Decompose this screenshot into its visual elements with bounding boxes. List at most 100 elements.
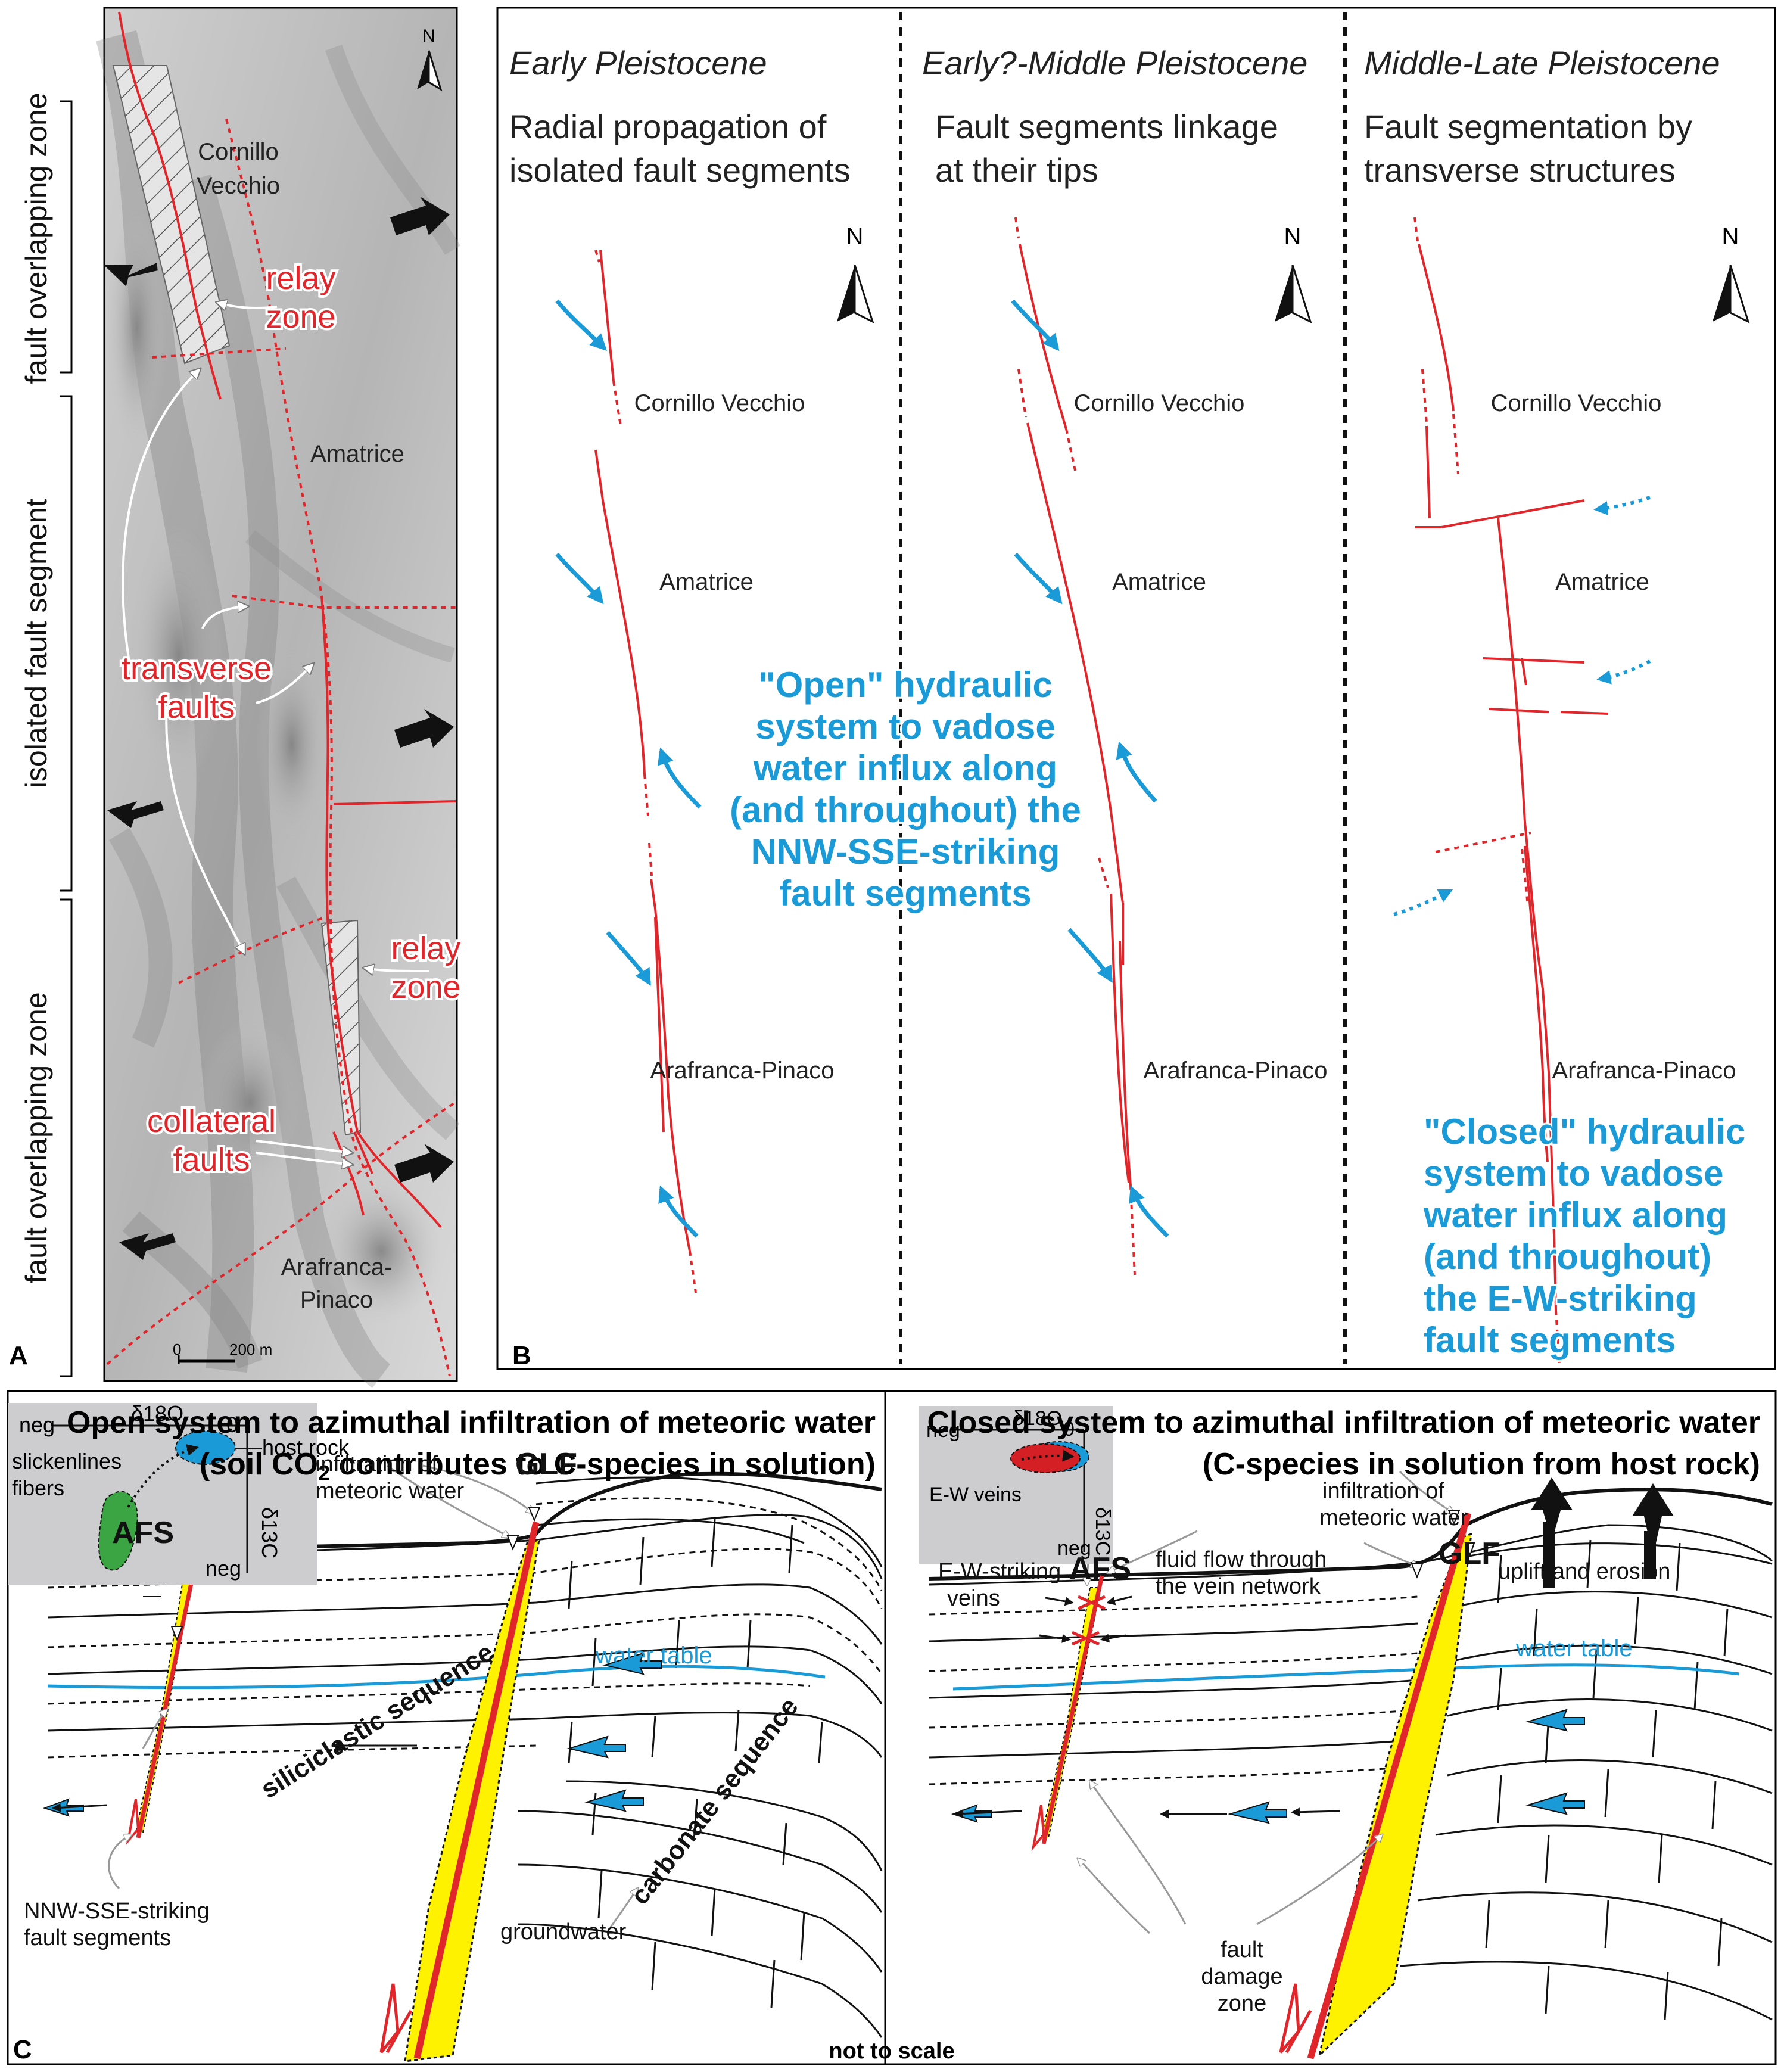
svg-text:Fault segments linkage: Fault segments linkage [935,108,1278,145]
svg-text:Early Pleistocene: Early Pleistocene [509,44,767,82]
svg-text:NNW-SSE-striking: NNW-SSE-striking [24,1899,210,1924]
svg-text:N: N [846,223,864,250]
svg-text:Vecchio: Vecchio [197,173,280,199]
svg-text:infiltration of: infiltration of [1322,1479,1444,1504]
left-flow-lines [52,1741,417,1812]
svg-text:fault segments: fault segments [24,1925,171,1950]
left-glf-fault [413,1521,540,2059]
uplift-arrows [1531,1477,1674,1588]
col3-faults [1413,217,1609,1365]
scale-bar: 0 200 m [173,1340,272,1364]
right-glf-damage-zone [1318,1532,1472,2058]
svg-text:at their tips: at their tips [935,151,1098,189]
svg-text:relay: relay [391,931,460,966]
svg-text:fibers: fibers [12,1476,64,1500]
north-label-a: N [422,26,435,46]
svg-text:δ13C: δ13C [257,1507,282,1558]
svg-text:zone: zone [266,299,335,335]
fault-lines [106,11,457,1377]
not-to-scale: not to scale [829,2039,954,2064]
svg-text:isolated fault segments: isolated fault segments [509,151,851,189]
svg-text:"Open" hydraulic: "Open" hydraulic [758,665,1053,705]
svg-text:fault: fault [1221,1937,1263,1962]
panel-a: N 0 200 m Cornillo Vecchio Amatrice Araf… [9,7,463,1388]
relay-zone-hatch-top [112,65,231,365]
blue-flow-arrows [555,299,1169,1238]
panel-a-annotations: relay zone transverse faults relay zone … [119,258,463,1180]
svg-text:fault segments: fault segments [1424,1320,1676,1360]
north-arrow-a: N [417,26,443,92]
svg-text:isolated fault segment: isolated fault segment [20,499,53,789]
svg-text:AFS: AFS [112,1516,174,1550]
svg-text:Fault segmentation by: Fault segmentation by [1364,108,1692,145]
right-afs-fault [1041,1575,1104,1844]
svg-text:neg: neg [926,1419,960,1442]
svg-text:Arafranca-: Arafranca- [281,1254,393,1280]
left-title-1: Open system to azimuthal infiltration of… [67,1405,876,1440]
svg-text:faults: faults [158,689,235,725]
svg-text:0: 0 [173,1340,181,1358]
svg-text:0: 0 [1063,1418,1075,1441]
svg-text:N: N [1722,223,1739,250]
right-infiltration-arrows [1078,1470,1453,1934]
svg-text:Cornillo Vecchio: Cornillo Vecchio [634,390,805,416]
svg-text:uplift and erosion: uplift and erosion [1498,1559,1670,1584]
svg-text:Cornillo Vecchio: Cornillo Vecchio [1491,390,1662,416]
panel-b-headers: Early Pleistocene Radial propagation of … [509,44,1720,189]
svg-text:δ18O: δ18O [1013,1407,1062,1430]
svg-text:system to vadose: system to vadose [1424,1153,1724,1193]
svg-text:damage: damage [1201,1964,1282,1989]
svg-text:δ18O: δ18O [131,1401,183,1426]
svg-text:water influx along: water influx along [1423,1195,1727,1235]
svg-text:neg: neg [206,1556,241,1581]
open-hydraulic-text: "Open" hydraulic system to vadose water … [728,663,1083,915]
panel-b-letter: B [512,1341,531,1370]
svg-text:neg: neg [19,1413,55,1437]
svg-text:Radial propagation of: Radial propagation of [509,108,827,145]
col1-faults [594,250,697,1293]
extension-arrows [103,197,454,1260]
right-section: neg 0 neg δ18O δ13C E-W veins Closed sys… [919,1405,1773,2059]
right-title-1: Closed system to azimuthal infiltration … [927,1405,1761,1440]
svg-text:Middle-Late Pleistocene: Middle-Late Pleistocene [1364,44,1720,82]
svg-text:groundwater: groundwater [500,1919,627,1945]
svg-text:slickenlines: slickenlines [12,1449,122,1473]
svg-text:veins: veins [947,1586,1000,1611]
svg-text:E-W veins: E-W veins [929,1483,1022,1506]
right-ew-veins [1071,1595,1106,1646]
panel-c-letter: C [13,2035,32,2064]
svg-text:Cornillo: Cornillo [198,139,279,165]
right-infiltration-triangles [1411,1510,1475,1579]
right-glf-fault [1307,1512,1472,2059]
svg-text:Amatrice: Amatrice [1112,569,1206,595]
svg-text:Amatrice: Amatrice [310,441,404,467]
svg-text:δ13C: δ13C [1091,1507,1114,1555]
right-labels: infiltration of meteoric water GLF uplif… [938,1479,1670,2016]
panel-b: Early Pleistocene Radial propagation of … [496,7,1776,1370]
svg-text:host rock: host rock [262,1435,350,1460]
svg-text:zone: zone [1218,1991,1266,2016]
svg-text:system to vadose: system to vadose [755,707,1056,746]
svg-text:meteoric water: meteoric water [1319,1505,1468,1530]
right-ground-surface [929,1488,1773,1581]
col2-faults [1014,217,1136,1275]
side-brackets [60,100,73,1377]
svg-text:Cornillo Vecchio: Cornillo Vecchio [1074,390,1245,416]
svg-text:GLF: GLF [1439,1536,1500,1571]
svg-text:fault segments: fault segments [779,873,1031,913]
svg-text:E-W-striking: E-W-striking [938,1559,1061,1584]
svg-text:(and throughout): (and throughout) [1424,1237,1711,1277]
svg-text:fault overlapping zone: fault overlapping zone [20,92,53,384]
svg-text:fault overlapping zone: fault overlapping zone [20,992,53,1283]
right-flow-lines [954,1807,1341,1819]
svg-text:collateral: collateral [147,1103,276,1139]
svg-text:Arafranca-Pinaco: Arafranca-Pinaco [1143,1057,1327,1084]
svg-text:Pinaco: Pinaco [300,1287,373,1313]
svg-text:meteoric water: meteoric water [316,1479,465,1504]
north-arrows-b: N N N [837,223,1750,323]
svg-text:Early?-Middle Pleistocene: Early?-Middle Pleistocene [922,44,1307,82]
svg-text:AFS: AFS [1069,1551,1131,1586]
svg-text:NNW-SSE-striking: NNW-SSE-striking [751,832,1060,872]
svg-text:water table: water table [1515,1635,1633,1662]
left-title-2: (soil CO2 contributes to C-species in so… [200,1447,876,1485]
